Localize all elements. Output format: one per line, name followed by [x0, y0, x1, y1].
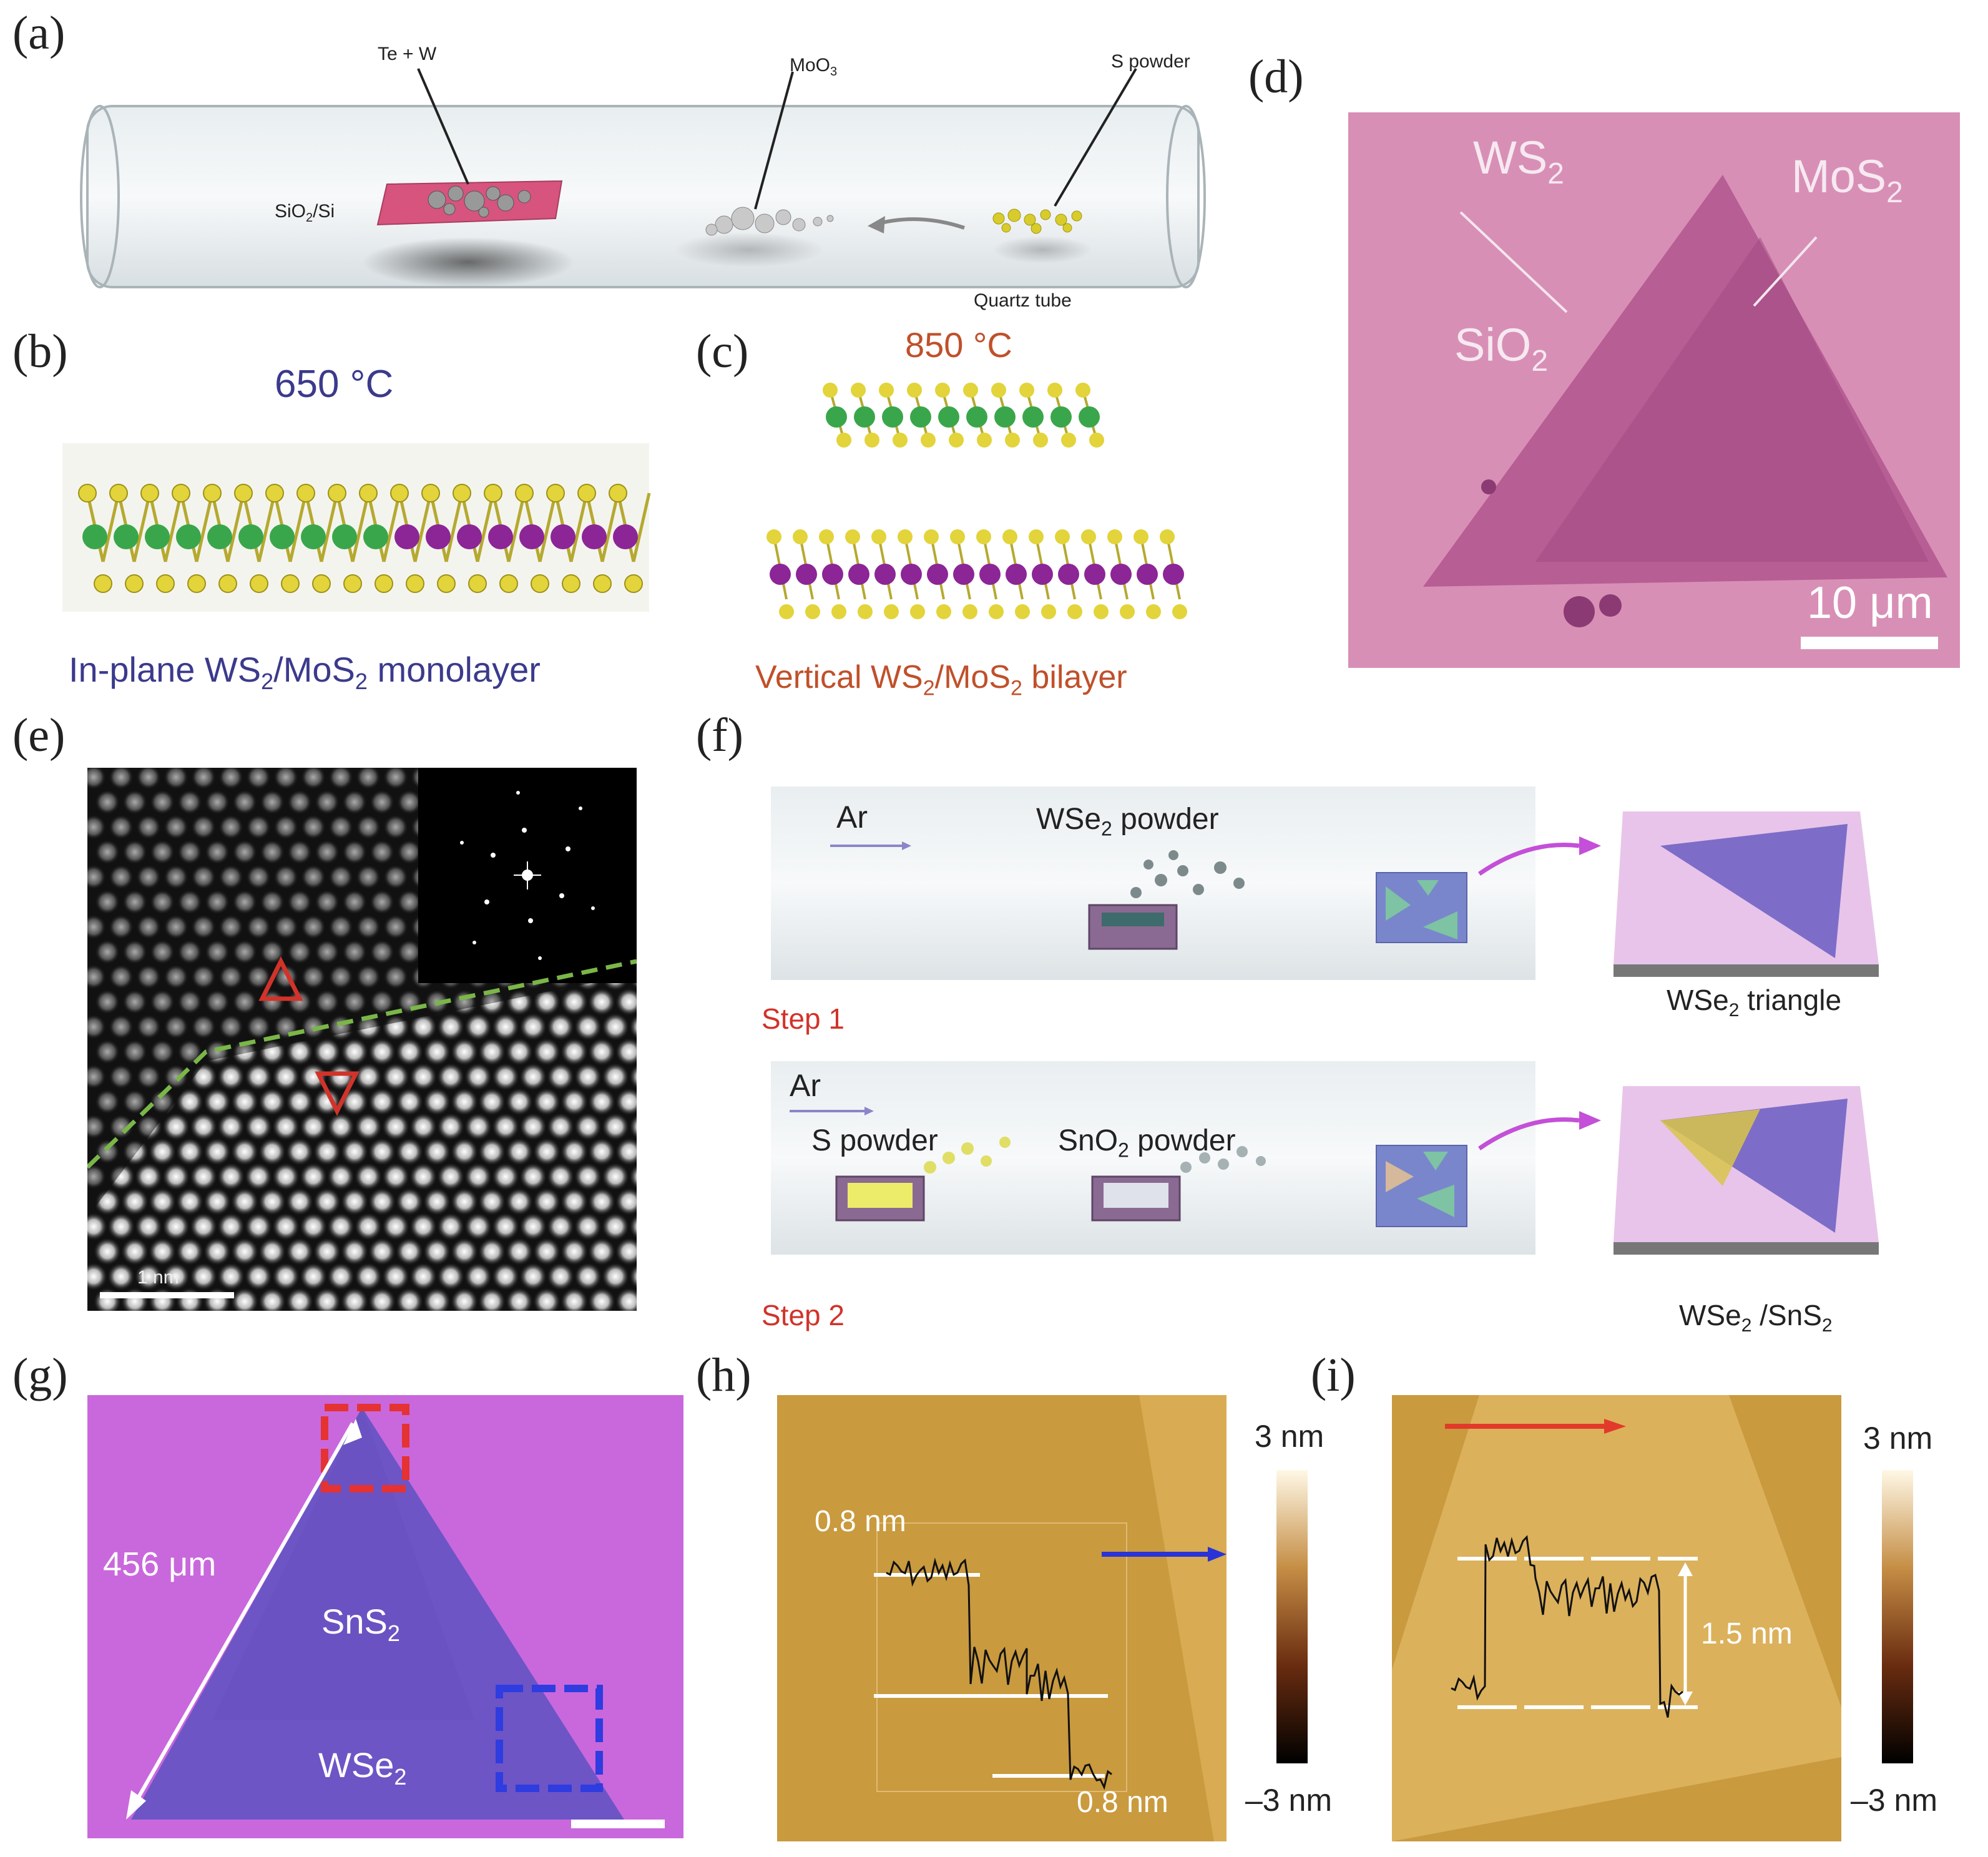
panel-h-afm: 0.8 nm 0.8 nm: [777, 1395, 1227, 1841]
label-step-top: 0.8 nm: [815, 1505, 906, 1538]
panel-b-inplane: 650 °C In-plane WS2/MoS2 monolayer: [50, 350, 674, 699]
colorbar-i: [1882, 1470, 1913, 1763]
panel-f-two-step: Ar WSe2 powder Step 1 WSe2 triangle Ar S…: [761, 762, 1910, 1348]
label-quartz-tube: Quartz tube: [974, 290, 1072, 311]
label-456um: 456 μm: [103, 1546, 217, 1583]
panel-label-g: (g): [12, 1349, 68, 1401]
label-s-powder-f: S powder: [811, 1124, 938, 1157]
wse2-boat: [1088, 904, 1178, 950]
label-te-w: Te + W: [378, 44, 437, 64]
vertical-lattice: [766, 383, 1187, 619]
panel-label-d: (d): [1248, 51, 1304, 103]
inplane-lattice: [62, 443, 651, 612]
red-roi-box: [321, 1404, 409, 1492]
panel-c-vertical: 850 °C Vertical WS2/MoS2 bilayer: [737, 325, 1236, 700]
caption-vertical: Vertical WS2/MoS2 bilayer: [755, 659, 1127, 700]
panel-i-afm: 1.5 nm: [1392, 1395, 1841, 1841]
afm-image-i: [1392, 1395, 1841, 1841]
label-wse2-powder: WSe2 powder: [1036, 803, 1219, 840]
colorbar-h-min: –3 nm: [1245, 1783, 1332, 1818]
step-2-label: Step 2: [761, 1299, 845, 1331]
ws2-mos2-triangles: [1423, 175, 1947, 649]
label-sns2: SnS2: [321, 1602, 400, 1647]
label-wse2-sns2: WSe2 /SnS2: [1679, 1299, 1833, 1336]
quartz-tube: [86, 105, 1200, 288]
colorbar-h: [1276, 1470, 1308, 1763]
label-s-powder: S powder: [1111, 51, 1190, 72]
colorbar-h-max: 3 nm: [1255, 1419, 1325, 1454]
wse2-triangle-lattice: [1660, 824, 1848, 958]
caption-inplane: In-plane WS2/MoS2 monolayer: [69, 650, 541, 695]
temp-650: 650 °C: [275, 363, 394, 406]
panel-label-a: (a): [12, 7, 66, 59]
label-sno2-powder: SnO2 powder: [1058, 1124, 1236, 1162]
label-wse2: WSe2: [318, 1745, 407, 1790]
scale-label-e: 1 nm: [137, 1267, 179, 1288]
quartz-tube-illustration: [80, 67, 1206, 288]
sulfur-particles: [992, 208, 1082, 234]
panel-label-f: (f): [696, 709, 743, 762]
afm-flake-i: [1392, 1395, 1841, 1841]
label-ar-1: Ar: [836, 800, 868, 835]
panel-label-h: (h): [696, 1349, 752, 1401]
panel-d-optical: WS2 MoS2 SiO2 10 μm: [1348, 112, 1960, 668]
length-arrow: [129, 1422, 355, 1811]
mos2-triangle: [1535, 237, 1929, 562]
label-wse2-triangle: WSe2 triangle: [1667, 984, 1842, 1021]
label-sio2: SiO2: [1454, 319, 1549, 378]
afm-flake-edge: [1139, 1395, 1227, 1841]
colorbar-i-min: –3 nm: [1851, 1783, 1937, 1818]
moo3-particles: [705, 207, 834, 236]
scale-label-d: 10 μm: [1807, 578, 1933, 628]
afm-image-h: [874, 1395, 1227, 1841]
panel-g-optical: 456 μm SnS2 WSe2: [87, 1395, 683, 1838]
scale-bar-g: [571, 1820, 665, 1828]
two-step-schematic: [771, 786, 1879, 1255]
height-trace-h: [886, 1557, 1112, 1790]
interface-line: [87, 959, 637, 1169]
stem-image: [87, 768, 637, 1311]
temp-850: 850 °C: [905, 325, 1012, 365]
label-ar-2: Ar: [790, 1068, 821, 1103]
label-mos2: MoS2: [1791, 150, 1903, 209]
label-step-1-5nm: 1.5 nm: [1701, 1617, 1793, 1650]
panel-label-i: (i): [1311, 1349, 1356, 1401]
wse2-sns2-triangle: [126, 1404, 665, 1828]
te-w-particles: [428, 185, 531, 218]
label-ws2: WS2: [1473, 132, 1564, 190]
step-1-label: Step 1: [761, 1002, 845, 1035]
panel-label-c: (c): [696, 325, 749, 378]
panel-label-e: (e): [12, 709, 66, 762]
height-trace-i: [1451, 1535, 1683, 1718]
blue-roi-box: [496, 1685, 603, 1792]
panel-a-cvd-setup: Te + W MoO3 S powder SiO2/Si Quartz tube: [62, 37, 1248, 325]
panel-e-stem: 1 nm: [87, 768, 637, 1311]
label-sio2-si: SiO2/Si: [275, 201, 335, 225]
label-step-bot: 0.8 nm: [1077, 1786, 1168, 1819]
sns2-flake: [212, 1408, 474, 1720]
triangle-mos2-orientation: [315, 1071, 360, 1116]
scale-bar-d: [1801, 637, 1938, 649]
sns2-region: [1660, 1109, 1760, 1186]
scale-bar-e: [100, 1292, 234, 1298]
triangle-ws2-orientation: [258, 956, 303, 1001]
panel-label-b: (b): [12, 325, 68, 378]
label-moo3: MoO3: [790, 55, 838, 79]
colorbar-i-max: 3 nm: [1863, 1421, 1933, 1456]
